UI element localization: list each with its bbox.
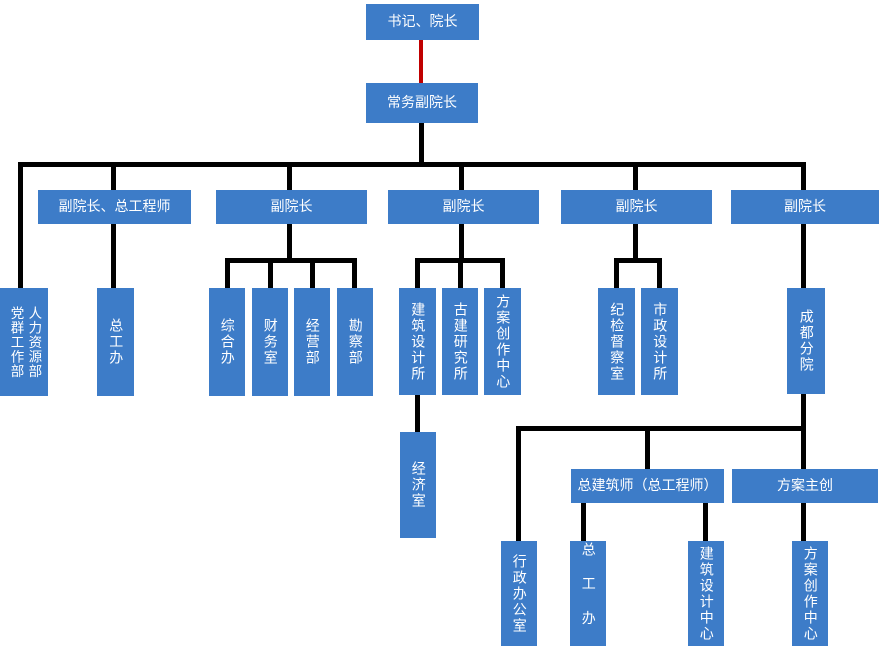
connector-line (500, 258, 505, 288)
connector-line (18, 162, 23, 288)
connector-line (225, 258, 230, 288)
connector-line (419, 123, 424, 162)
connector-line (516, 426, 806, 431)
node-party-mass-dept-label: 党群工作部 (8, 305, 24, 379)
connector-line (614, 258, 662, 263)
connector-line (801, 224, 806, 288)
connector-line (352, 258, 357, 288)
connector-line (287, 162, 292, 190)
connector-line (415, 394, 420, 432)
node-chief-engineer-office: 总工办 (97, 288, 134, 396)
connector-line (459, 162, 464, 190)
node-branch-scheme-creation-center: 方案创作中心 (792, 541, 828, 646)
connector-line (801, 393, 806, 428)
node-vp1: 副院长 (216, 190, 367, 224)
node-municipal-design-institute: 市政设计所 (641, 288, 678, 395)
node-vp2: 副院长 (388, 190, 539, 224)
connector-line (459, 224, 464, 262)
node-executive-vp: 常务副院长 (366, 83, 478, 123)
node-finance-office: 财务室 (252, 288, 288, 396)
node-discipline-inspection-office: 纪检督察室 (598, 288, 635, 395)
node-ancient-building-institute: 古建研究所 (442, 288, 478, 395)
connector-line (614, 258, 619, 288)
connector-line (703, 503, 708, 541)
connector-line (310, 258, 315, 288)
connector-line (633, 162, 638, 190)
connector-special (419, 40, 423, 83)
connector-line (111, 224, 116, 288)
node-survey-dept: 勘察部 (337, 288, 373, 396)
node-general-office: 综合办 (209, 288, 245, 396)
node-economy-office: 经济室 (400, 432, 436, 538)
connector-line (801, 162, 806, 190)
connector-line (801, 503, 806, 541)
connector-line (111, 162, 116, 190)
node-party-mass-and-hr-dept: 党群工作部 人力资源部 (0, 288, 48, 396)
node-hr-dept-label: 人力资源部 (26, 305, 42, 379)
node-scheme-lead: 方案主创 (732, 469, 878, 503)
connector-line (633, 224, 638, 262)
connector-line (268, 258, 273, 288)
connector-line (225, 258, 357, 263)
connector-line (801, 426, 806, 469)
node-admin-office: 行政办公室 (501, 541, 537, 646)
node-vp4: 副院长 (731, 190, 879, 224)
node-business-dept: 经营部 (294, 288, 330, 396)
node-chengdu-branch: 成都分院 (787, 288, 825, 394)
node-vp3: 副院长 (561, 190, 712, 224)
node-branch-chief-engineer-office: 总工办 (570, 541, 606, 646)
node-chairman: 书记、院长 (366, 4, 479, 40)
connector-line (657, 258, 662, 288)
connector-line (415, 258, 420, 288)
node-vp-chief-engineer: 副院长、总工程师 (38, 190, 191, 224)
connector-line (645, 426, 650, 469)
connector-line (18, 162, 806, 167)
connector-line (516, 426, 521, 541)
connector-line (581, 503, 586, 541)
node-chief-architect: 总建筑师（总工程师） (571, 469, 724, 503)
connector-line (287, 224, 292, 262)
node-architecture-design-institute: 建筑设计所 (399, 288, 436, 395)
node-architecture-design-center: 建筑设计中心 (688, 541, 724, 646)
connector-line (458, 258, 463, 288)
node-scheme-creation-center: 方案创作中心 (484, 288, 521, 395)
